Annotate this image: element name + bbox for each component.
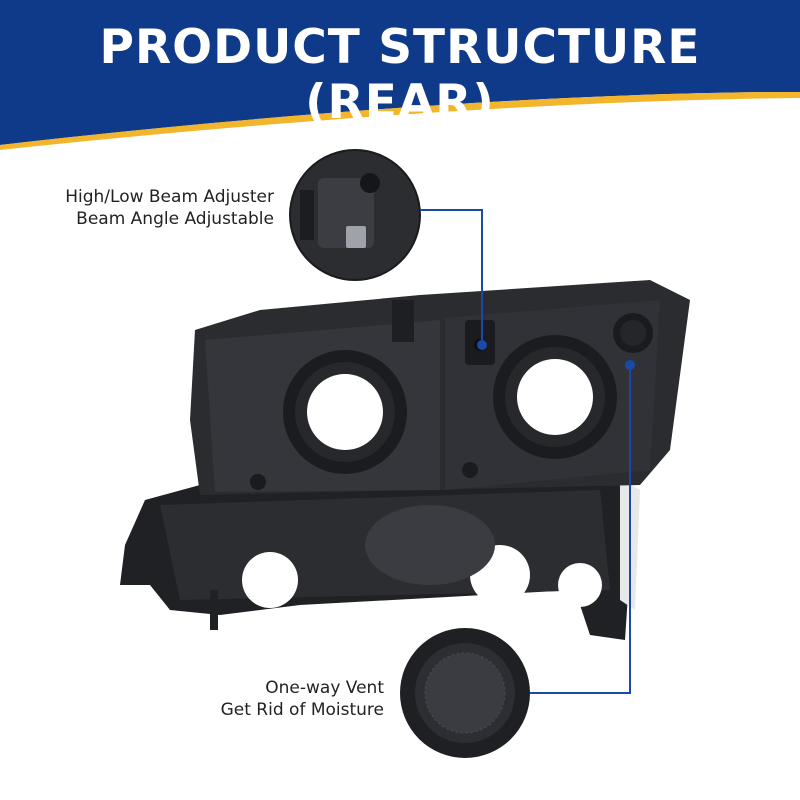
main-housing bbox=[190, 280, 690, 495]
page-title: PRODUCT STRUCTURE (REAR) bbox=[99, 20, 701, 130]
leader-line-vent bbox=[530, 365, 631, 694]
callout-vent: One-way Vent Get Rid of Moisture bbox=[221, 677, 384, 721]
callout-beam-adjuster-line1: High/Low Beam Adjuster bbox=[65, 187, 274, 207]
leader-line-adjuster bbox=[420, 209, 483, 345]
bulb-socket-left bbox=[283, 350, 407, 474]
header-banner: PRODUCT STRUCTURE (REAR) bbox=[0, 0, 800, 150]
vent-closeup-icon bbox=[400, 628, 530, 758]
lower-housing bbox=[120, 480, 640, 640]
callout-vent-line2: Get Rid of Moisture bbox=[220, 700, 384, 720]
lower-bulb-hole-left bbox=[242, 552, 298, 608]
bulb-socket-right bbox=[493, 335, 617, 459]
callout-beam-adjuster-line2: Beam Angle Adjustable bbox=[76, 209, 274, 229]
banner-background bbox=[0, 0, 800, 150]
callout-vent-line1: One-way Vent bbox=[265, 678, 384, 698]
beam-adjuster-closeup-icon bbox=[289, 149, 421, 281]
leader-lines bbox=[420, 209, 635, 694]
lower-bulb-hole-side bbox=[558, 563, 602, 607]
callout-beam-adjuster: High/Low Beam Adjuster Beam Angle Adjust… bbox=[65, 186, 274, 230]
